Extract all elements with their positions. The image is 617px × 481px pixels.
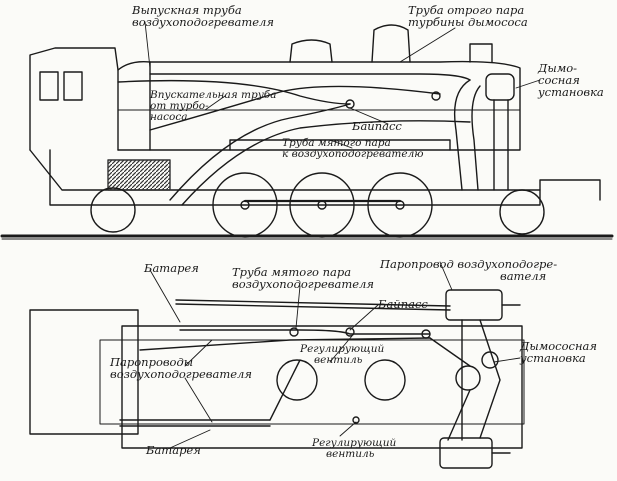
label-steam-line: Паропровод воздухоподогре- вателя xyxy=(380,258,557,282)
smoke-exhauster-unit xyxy=(485,73,515,101)
label-steam-pipe-mid: Труба мятого пара воздухоподогревателя xyxy=(232,266,374,290)
label-regulating-valve-top-line1: Регулирующий xyxy=(300,343,385,355)
cab-window-1 xyxy=(39,71,59,101)
label-inlet-pipe-line2: от турбо- xyxy=(150,100,209,112)
label-smoke-line3: установка xyxy=(538,85,604,99)
label-bypass-top: Байпасс xyxy=(352,119,402,133)
label-steam-line-line2: вателя xyxy=(500,269,547,283)
label-battery-top: Батарея xyxy=(144,261,199,275)
label-exhaust-pipe-line1: Труба отрого пара xyxy=(408,3,525,17)
label-steam-line-line1: Паропровод воздухоподогре- xyxy=(380,257,558,271)
label-smoke-bottom-line2: установка xyxy=(520,351,586,365)
sand-dome xyxy=(371,24,411,63)
boiler-outline xyxy=(117,60,521,151)
label-steam-main-line1: Труба мятого пара xyxy=(282,137,391,149)
label-inlet-pipe-line1: Впускательная труба xyxy=(150,89,277,101)
label-smoke-line1: Дымо- xyxy=(538,61,578,75)
label-regulating-valve-bottom-line2: вентиль xyxy=(326,448,375,460)
label-steam-main: Труба мятого пара к воздухоподогревателю xyxy=(282,138,424,160)
label-battery-bottom: Батарея xyxy=(146,443,201,457)
plan-cylinder-2 xyxy=(364,359,406,401)
air-heater-box xyxy=(107,159,171,191)
label-regulating-valve-bottom-line1: Регулирующий xyxy=(312,437,397,449)
label-steam-lines-left-line1: Паропроводы xyxy=(110,355,194,369)
label-smoke-bottom-line1: Дымососная xyxy=(520,339,598,353)
chimney xyxy=(469,43,493,63)
plan-exhauster-bottom xyxy=(439,437,493,469)
wheel-front-small xyxy=(90,187,136,233)
plan-view xyxy=(29,289,525,469)
label-regulating-valve-bottom: Регулирующий вентиль xyxy=(312,438,396,460)
label-regulating-valve-top: Регулирующий вентиль xyxy=(300,344,384,366)
cab-outline xyxy=(29,47,119,151)
label-steam-lines-left: Паропроводы воздухоподогревателя xyxy=(110,356,252,380)
steam-dome xyxy=(289,39,333,63)
side-view xyxy=(0,24,614,240)
plan-cylinder-1 xyxy=(276,359,318,401)
label-steam-pipe-mid-line1: Труба мятого пара xyxy=(232,265,352,279)
label-exhaust-pipe-line2: турбины дымососа xyxy=(408,15,528,29)
label-inlet-pipe: Впускательная труба от турбо- насоса xyxy=(150,90,276,123)
label-outer-pipe-line2: воздухоподогревателя xyxy=(132,15,274,29)
wheel-driver-1 xyxy=(212,172,278,238)
label-steam-pipe-mid-line2: воздухоподогревателя xyxy=(232,277,374,291)
wheel-driver-2 xyxy=(289,172,355,238)
label-steam-lines-left-line2: воздухоподогревателя xyxy=(110,367,252,381)
label-exhaust-pipe: Труба отрого пара турбины дымососа xyxy=(408,4,528,28)
wheel-trailing xyxy=(499,189,545,235)
label-smoke-bottom: Дымососная установка xyxy=(520,340,597,364)
plan-exhauster-top xyxy=(445,289,503,321)
label-outer-pipe-line1: Выпускная труба xyxy=(132,3,242,17)
cab-window-2 xyxy=(63,71,83,101)
plan-frame-outline xyxy=(121,325,523,449)
label-regulating-valve-top-line2: вентиль xyxy=(314,354,363,366)
plan-tender-outline xyxy=(29,309,139,435)
label-inlet-pipe-line3: насоса xyxy=(150,111,188,123)
label-smoke-line2: сосная xyxy=(538,73,580,87)
label-bypass-bottom: Байпасс xyxy=(378,297,428,311)
cylinder xyxy=(229,139,451,151)
label-outer-pipe: Выпускная труба воздухоподогревателя xyxy=(132,4,274,28)
label-steam-main-line2: к воздухоподогревателю xyxy=(282,148,424,160)
wheel-driver-3 xyxy=(367,172,433,238)
label-smoke-installation: Дымо- сосная установка xyxy=(538,62,604,98)
